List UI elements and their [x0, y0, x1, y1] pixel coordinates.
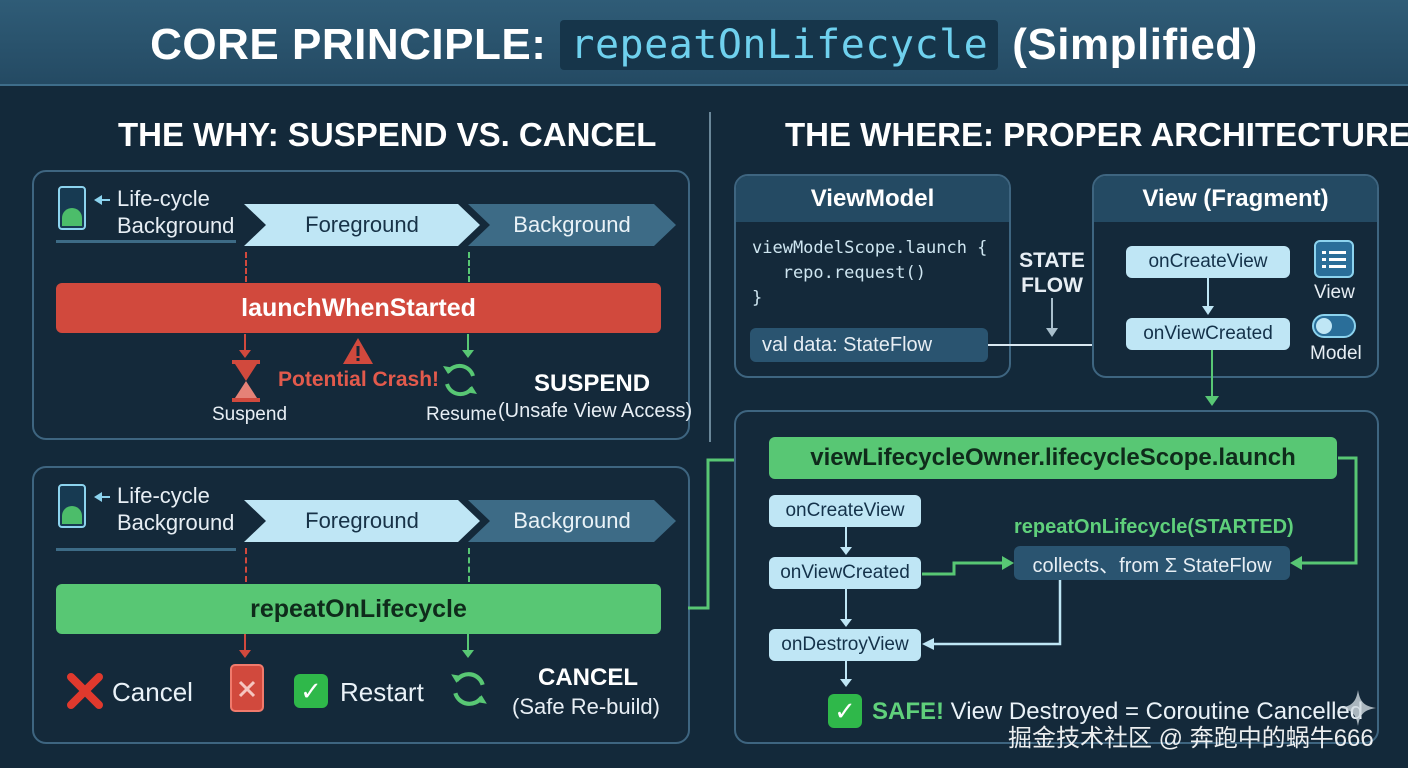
- lifecycle-connectors: [922, 456, 1358, 650]
- on-create-view-top: onCreateView: [1126, 246, 1290, 278]
- view-list-icon: [1314, 240, 1354, 278]
- crash-label: Potential Crash!: [278, 368, 440, 391]
- restart-arrow-line: [467, 634, 469, 652]
- background-stage-2: Background: [468, 500, 676, 542]
- lifecycle-baseline-2: [56, 548, 236, 551]
- phone-icon: [58, 186, 86, 230]
- lc-arrowhead-3: [840, 679, 852, 687]
- resume-arrow-line: [467, 334, 469, 352]
- repeat-started-label: repeatOnLifecycle(STARTED): [1014, 516, 1294, 538]
- launch-when-started-bar: launchWhenStarted: [56, 283, 661, 333]
- on-create-view: onCreateView: [769, 495, 921, 527]
- safe-desc: View Destroyed = Coroutine Cancelled: [950, 698, 1364, 725]
- cancel-arrowhead: [239, 650, 251, 658]
- lc-arrowhead-1: [840, 547, 852, 555]
- warning-icon: [343, 338, 373, 364]
- refresh-icon-2: [451, 672, 487, 706]
- state-flow-down-arrowhead: [1046, 328, 1058, 337]
- view-fragment-title: View (Fragment): [1094, 176, 1377, 222]
- state-flow-arrow-line: [988, 344, 1112, 346]
- background-stage: Background: [468, 204, 676, 246]
- suspend-arrowhead: [239, 350, 251, 358]
- page-title: CORE PRINCIPLE: repeatOnLifecycle (Simpl…: [0, 14, 1408, 76]
- title-code: repeatOnLifecycle: [560, 20, 999, 70]
- cancel-arrow-line: [244, 634, 246, 652]
- repeat-on-lifecycle-bar: repeatOnLifecycle: [56, 584, 661, 634]
- suspend-result-title: SUSPEND: [534, 370, 651, 397]
- model-toggle-icon: [1312, 314, 1356, 338]
- safe-label: SAFE!: [872, 698, 944, 725]
- model-label: Model: [1310, 343, 1362, 364]
- safe-statement: SAFE! View Destroyed = Coroutine Cancell…: [872, 698, 1363, 726]
- sparkle-icon: [1340, 690, 1376, 726]
- refresh-icon: [443, 363, 477, 397]
- lifecycle-baseline: [56, 240, 236, 243]
- cancelled-card-icon: [230, 664, 264, 712]
- collects-state-flow: collects、from Σ StateFlow: [1014, 546, 1290, 580]
- on-destroy-view: onDestroyView: [769, 629, 921, 661]
- on-view-created: onViewCreated: [769, 557, 921, 589]
- cancel-dash-top: [245, 548, 247, 582]
- hourglass-icon: [232, 360, 260, 402]
- restart-dash-top: [468, 548, 470, 582]
- lc-arrow-line-3: [845, 661, 847, 681]
- suspend-label: Suspend: [212, 404, 288, 425]
- cancel-label: Cancel: [112, 677, 193, 707]
- restart-label: Restart: [340, 677, 424, 707]
- arrow-line-2: [100, 496, 110, 498]
- cancel-result-title: CANCEL: [538, 664, 638, 691]
- lc-arrow-line-1: [845, 527, 847, 549]
- lifecycle-label-2: Life-cycle Background: [117, 483, 235, 535]
- phone-icon-2: [58, 484, 86, 528]
- fragment-down-arrowhead: [1205, 396, 1219, 406]
- title-suffix: (Simplified): [1012, 20, 1258, 69]
- lc-arrowhead-2: [840, 619, 852, 627]
- resume-dash-top: [468, 252, 470, 282]
- view-label: View: [1314, 282, 1355, 303]
- foreground-stage: Foreground: [244, 204, 480, 246]
- title-prefix: CORE PRINCIPLE:: [150, 20, 547, 69]
- left-heading: THE WHY: SUSPEND VS. CANCEL: [118, 116, 657, 153]
- suspend-arrow-line: [244, 334, 246, 352]
- section-divider: [709, 112, 711, 442]
- arrow-line: [100, 199, 110, 201]
- arrow-left-icon: [94, 195, 102, 205]
- resume-arrowhead: [462, 350, 474, 358]
- right-heading: THE WHERE: PROPER ARCHITECTURE: [785, 116, 1408, 153]
- lifecycle-label: Life-cycle Background: [117, 186, 235, 238]
- restart-check-icon: ✓: [294, 674, 328, 708]
- fragment-down-line: [1211, 350, 1213, 396]
- lc-arrow-line-2: [845, 589, 847, 621]
- restart-arrowhead: [462, 650, 474, 658]
- resume-label: Resume: [426, 404, 497, 425]
- view-arrowhead: [1202, 306, 1214, 315]
- viewmodel-title: ViewModel: [736, 176, 1009, 222]
- view-arrow-line: [1207, 278, 1209, 308]
- watermark: 掘金技术社区 @ 奔跑中的蜗牛666: [1008, 725, 1374, 752]
- state-flow-property: val data: StateFlow: [750, 328, 988, 362]
- cross-icon: [67, 673, 103, 709]
- suspend-dash-top: [245, 252, 247, 282]
- foreground-stage-2: Foreground: [244, 500, 480, 542]
- suspend-result-desc: (Unsafe View Access): [498, 400, 693, 422]
- state-flow-label: STATE FLOW: [1019, 249, 1085, 297]
- safe-check-icon: ✓: [828, 694, 862, 728]
- on-view-created-top: onViewCreated: [1126, 318, 1290, 350]
- arrow-left-icon-2: [94, 492, 102, 502]
- lifecycle-scope-launch-bar: viewLifecycleOwner.lifecycleScope.launch: [769, 437, 1337, 479]
- viewmodel-code: viewModelScope.launch { repo.request()}: [752, 238, 988, 308]
- state-flow-down-line: [1051, 298, 1053, 328]
- cancel-result-desc: (Safe Re-build): [512, 694, 660, 719]
